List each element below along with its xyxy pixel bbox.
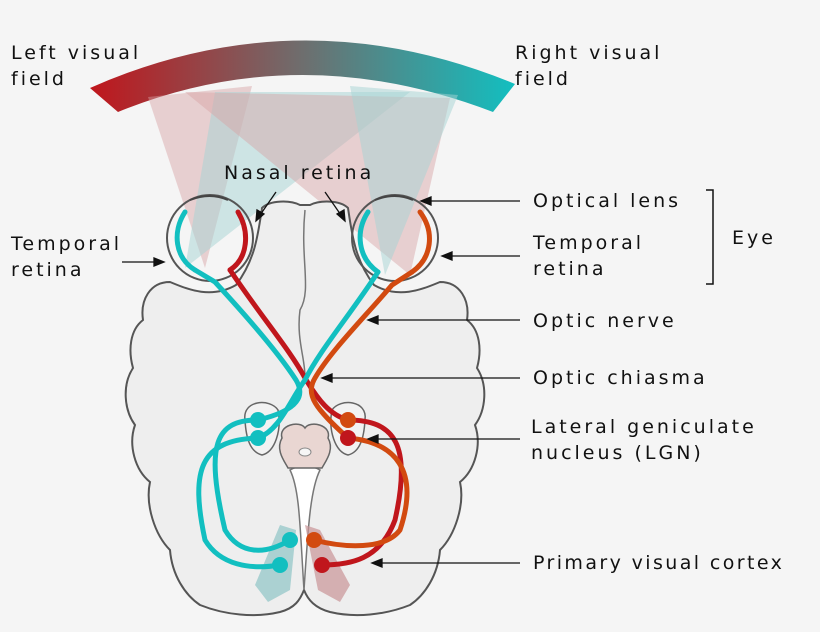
label-optic-chiasma: Optic chiasma: [533, 367, 708, 389]
left-eye-lens: [189, 195, 229, 201]
right-lgn-dot-lower: [340, 430, 356, 446]
label-temporal-retina-left: Temporal retina: [11, 233, 122, 281]
right-lgn-dot-upper: [340, 412, 356, 428]
arrowhead-nasal-left: [255, 208, 266, 223]
arrowhead-optic-chiasma: [320, 373, 333, 383]
arrowhead-temporal-right: [440, 251, 453, 261]
visual-field-arc: [90, 40, 515, 112]
label-lgn: Lateral geniculate nucleus (LGN): [531, 416, 757, 464]
label-optical-lens: Optical lens: [533, 190, 682, 212]
eye-bracket: [706, 189, 714, 285]
pathway-left-nasal: [227, 267, 404, 568]
label-left-visual-field: Left visual field: [11, 42, 142, 90]
left-cortex-dot-lower: [272, 557, 288, 573]
arrowhead-optical-lens: [419, 196, 432, 206]
right-eye-lens: [374, 195, 414, 201]
label-optic-nerve: Optic nerve: [533, 310, 677, 332]
arrowhead-nasal-right: [335, 208, 346, 223]
label-right-visual-field: Right visual field: [515, 42, 663, 90]
midbrain: [278, 423, 332, 469]
midbrain-center: [298, 447, 312, 457]
right-eye-cone-right-field: [350, 86, 458, 275]
right-eye-temporal-retina: [409, 209, 432, 275]
left-cortex-dot-upper: [282, 532, 298, 548]
left-lgn-dot-lower: [250, 430, 266, 446]
left-eye-temporal-retina: [174, 209, 198, 273]
label-eye: Eye: [732, 227, 776, 249]
arrowhead-optic-nerve: [366, 315, 379, 325]
right-eye-nasal-retina: [357, 209, 381, 275]
arrowhead-lgn: [366, 434, 379, 444]
label-nasal-retina: Nasal retina: [224, 162, 375, 184]
right-cortex-dot-upper: [306, 532, 322, 548]
label-temporal-retina-right: Temporal retina: [533, 232, 644, 280]
left-eye-nasal-retina: [227, 209, 249, 273]
arrowhead-visual-cortex: [370, 558, 383, 568]
right-cortex-dot-lower: [314, 557, 330, 573]
label-primary-visual-cortex: Primary visual cortex: [533, 552, 785, 574]
arrowhead-temporal-left: [153, 257, 166, 267]
midline-fissure: [298, 209, 307, 381]
left-lgn-dot-upper: [250, 412, 266, 428]
